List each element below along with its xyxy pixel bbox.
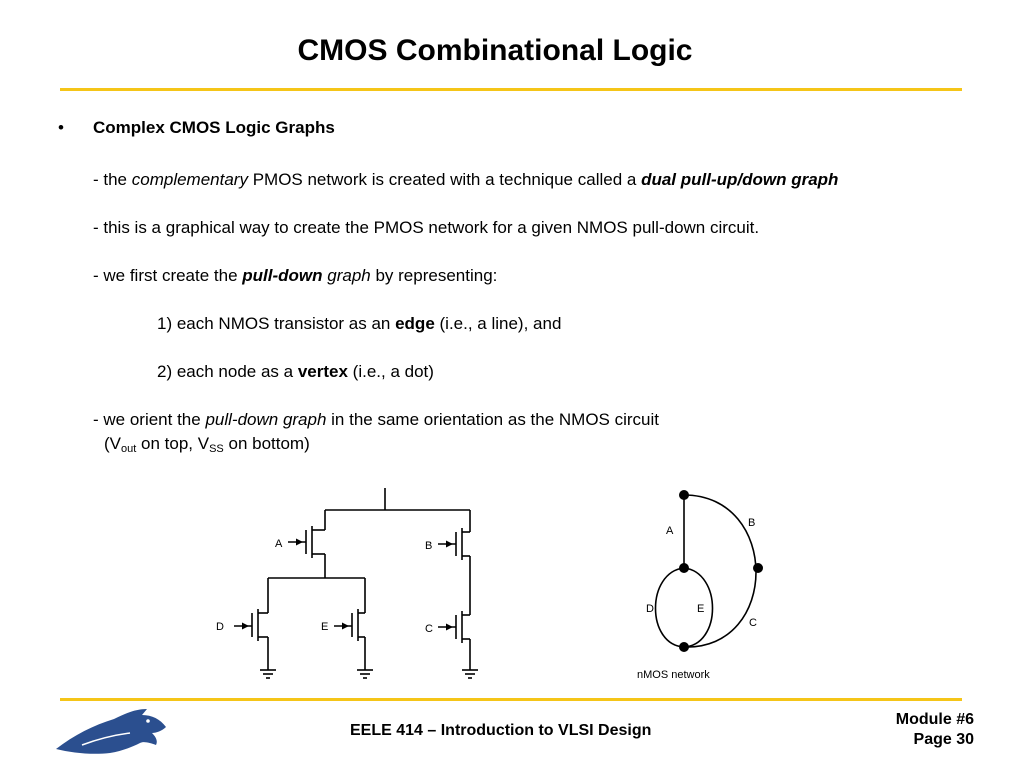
bullet-marker: •	[58, 118, 64, 137]
text-line-2: - this is a graphical way to create the …	[93, 218, 760, 237]
graph-edge-label-e: E	[697, 603, 704, 615]
transistor-label-a: A	[275, 538, 283, 550]
module-label: Module #6	[895, 711, 974, 728]
list-item-2: 2) each node as a vertex (i.e., a dot)	[157, 362, 434, 381]
transistor-label-c: C	[425, 623, 433, 635]
graph-vertex-right	[753, 563, 763, 573]
transistor-label-d: D	[216, 621, 224, 633]
list-item-1: 1) each NMOS transistor as an edge (i.e.…	[157, 314, 562, 333]
bottom-divider	[60, 698, 962, 701]
page-info: Module #6 Page 30	[896, 710, 974, 750]
course-footer: EELE 414 – Introduction to VLSI Design	[350, 722, 652, 739]
text-line-5: (Vout on top, VSS on bottom)	[104, 434, 310, 455]
transistor-label-b: B	[425, 540, 432, 552]
section-heading: Complex CMOS Logic Graphs	[93, 118, 335, 137]
graph-vertex-middle	[679, 563, 689, 573]
page-number: Page 30	[913, 731, 974, 748]
text-line-4: - we orient the pull-down graph in the s…	[93, 410, 660, 429]
transistor-label-e: E	[321, 621, 328, 633]
pull-down-graph: A B D E C nMOS network	[637, 490, 763, 681]
graph-edge-label-a: A	[666, 525, 674, 537]
text-line-3: - we first create the pull-down graph by…	[93, 266, 498, 285]
graph-vertex-top	[679, 490, 689, 500]
graph-caption: nMOS network	[637, 669, 710, 681]
top-divider	[60, 88, 962, 91]
text-line-1: - the complementary PMOS network is crea…	[93, 170, 839, 189]
graph-edge-label-b: B	[748, 517, 755, 529]
graph-vertex-bottom	[679, 642, 689, 652]
graph-edge-label-d: D	[646, 603, 654, 615]
nmos-circuit-schematic: A B D E C	[216, 488, 478, 679]
slide-title: CMOS Combinational Logic	[297, 34, 693, 67]
bobcat-logo-icon	[56, 709, 166, 754]
graph-edge-label-c: C	[749, 617, 757, 629]
